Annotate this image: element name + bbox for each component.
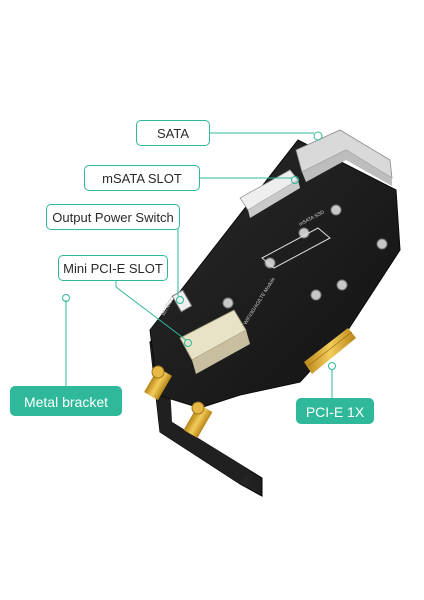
card-outline (261, 227, 331, 269)
callout-metal-bracket: Metal bracket (10, 386, 122, 416)
callout-mini-pcie-slot: Mini PCI-E SLOT (58, 255, 168, 281)
standoffs (222, 204, 388, 309)
callout-msata-slot: mSATA SLOT (84, 165, 200, 191)
callout-output-power-switch: Output Power Switch (46, 204, 180, 230)
callout-lines (62, 131, 336, 398)
pcie-gold-fingers (304, 328, 356, 374)
sata-connector (295, 129, 393, 186)
callout-pcie-1x: PCI-E 1X (296, 398, 374, 424)
callout-sata: SATA (136, 120, 210, 146)
antenna-connectors (144, 365, 213, 438)
